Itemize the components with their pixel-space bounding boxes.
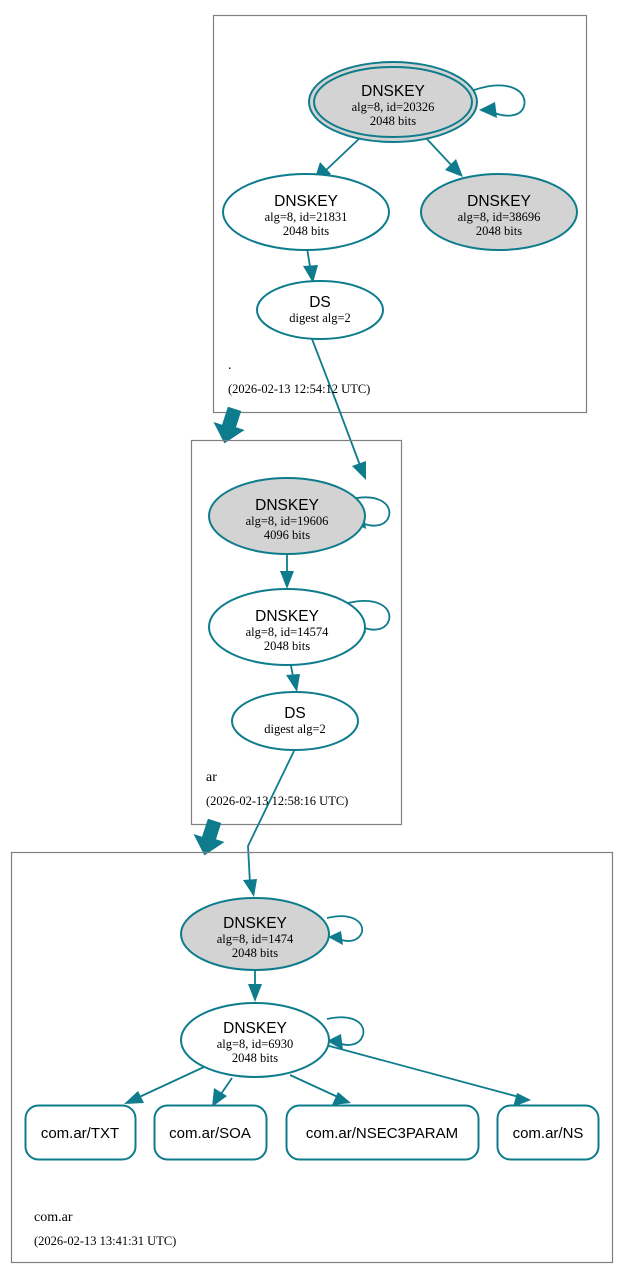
rrset-label: com.ar/NSEC3PARAM [306,1125,458,1142]
node-keyinfo: alg=8, id=1474 [217,932,294,946]
node-title: DNSKEY [274,193,338,210]
node-ar-zsk-14574[interactable]: DNSKEY alg=8, id=14574 2048 bits [208,588,366,666]
zone-box-ar [190,439,403,826]
edge-ar-ksk-to-zsk [280,553,294,589]
zone-label-comar: com.ar [34,1210,73,1225]
node-keysize: 4096 bits [264,528,310,542]
node-keysize: 2048 bits [283,224,329,238]
node-keyinfo: alg=8, id=14574 [246,625,330,639]
zone-box-root [212,14,588,414]
edge-root-zsk-to-ds [303,247,318,283]
edge-comar-zsk-to-nsec3param [289,1074,351,1105]
node-title: DNSKEY [223,915,287,932]
edge-comar-zsk-to-txt [124,1066,205,1104]
rrset-com-ar-ns[interactable]: com.ar/NS [496,1104,600,1161]
rrset-com-ar-soa[interactable]: com.ar/SOA [153,1104,268,1161]
node-root-key-38696[interactable]: DNSKEY alg=8, id=38696 2048 bits [420,173,578,251]
self-loop-root-ksk [473,84,526,118]
zone-cluster-root: DNSKEY alg=8, id=20326 2048 bits DNSKEY … [212,14,588,480]
node-keyinfo: alg=8, id=6930 [217,1037,294,1051]
node-keyinfo: alg=8, id=20326 [352,100,435,114]
node-keysize: 2048 bits [232,946,278,960]
edge-root-ksk-to-key38696 [424,136,463,177]
edge-comar-zsk-to-ns [321,1043,531,1107]
self-loop-comar-zsk [326,1016,365,1050]
zone-cluster-ar: DNSKEY alg=8, id=19606 4096 bits DNSKEY … [190,439,403,897]
rrset-com-ar-txt[interactable]: com.ar/TXT [24,1104,137,1161]
rrset-label: com.ar/TXT [41,1125,119,1142]
node-digest: digest alg=2 [289,311,351,325]
zone-timestamp-ar: (2026-02-13 12:58:16 UTC) [206,794,348,808]
zone-cluster-comar: DNSKEY alg=8, id=1474 2048 bits DNSKEY a… [10,851,614,1264]
delegation-arrow-root-to-ar [213,406,245,444]
node-title: DNSKEY [467,193,531,210]
zone-label-ar: ar [206,770,217,785]
edge-ar-ds-to-comar-ksk [243,750,295,897]
zone-timestamp-comar: (2026-02-13 13:41:31 UTC) [34,1234,176,1248]
node-title: DNSKEY [255,497,319,514]
node-keyinfo: alg=8, id=21831 [265,210,348,224]
node-root-ksk-20326[interactable]: DNSKEY alg=8, id=20326 2048 bits [308,61,478,143]
node-title: DS [284,705,306,722]
node-keyinfo: alg=8, id=38696 [458,210,541,224]
zone-label-root: . [228,358,232,373]
node-comar-ksk-1474[interactable]: DNSKEY alg=8, id=1474 2048 bits [180,897,330,971]
edge-comar-zsk-to-soa [212,1077,233,1107]
node-ar-ds[interactable]: DS digest alg=2 [231,691,359,751]
rrset-com-ar-nsec3param[interactable]: com.ar/NSEC3PARAM [285,1104,480,1161]
zone-box-comar [10,851,614,1264]
edge-root-ds-to-ar-ksk [311,338,366,480]
node-title: DS [309,294,331,311]
node-root-ds[interactable]: DS digest alg=2 [256,280,384,340]
rrset-label: com.ar/NS [513,1125,584,1142]
node-title: DNSKEY [255,608,319,625]
self-loop-comar-ksk [326,915,363,945]
node-keyinfo: alg=8, id=19606 [246,514,329,528]
node-title: DNSKEY [361,83,425,100]
rrset-label: com.ar/SOA [169,1125,251,1142]
node-ar-ksk-19606[interactable]: DNSKEY alg=8, id=19606 4096 bits [208,477,366,555]
node-root-zsk-21831[interactable]: DNSKEY alg=8, id=21831 2048 bits [222,173,390,251]
node-keysize: 2048 bits [476,224,522,238]
edge-comar-ksk-to-zsk [248,971,262,1002]
node-comar-zsk-6930[interactable]: DNSKEY alg=8, id=6930 2048 bits [180,1002,330,1078]
zone-timestamp-root: (2026-02-13 12:54:12 UTC) [228,382,370,396]
delegation-arrow-ar-to-comar [193,818,225,856]
node-keysize: 2048 bits [232,1051,278,1065]
node-keysize: 2048 bits [370,114,416,128]
node-keysize: 2048 bits [264,639,310,653]
node-title: DNSKEY [223,1020,287,1037]
node-digest: digest alg=2 [264,722,326,736]
